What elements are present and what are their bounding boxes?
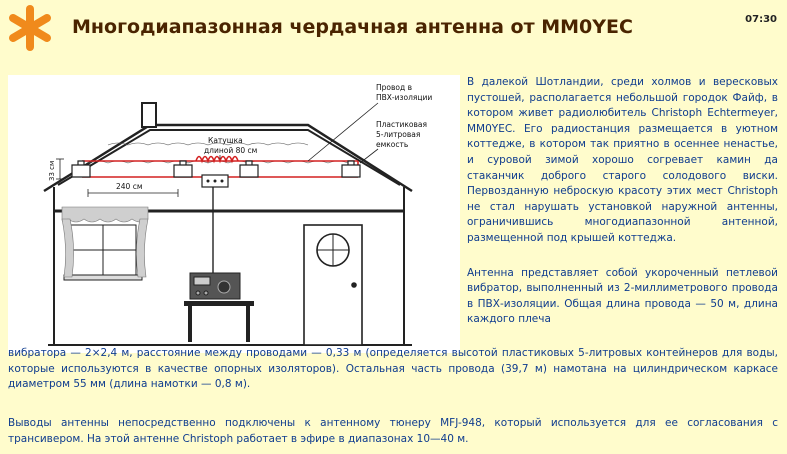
paragraph-antenna-start: Антенна представляет собой укороченный п… bbox=[467, 266, 778, 326]
page-title: Многодиапазонная чердачная антенна от MM… bbox=[72, 16, 633, 38]
paragraph-antenna-continued: вибратора — 2×2,4 м, расстояние между пр… bbox=[8, 347, 778, 391]
chimney bbox=[141, 102, 157, 128]
clock-time: 07:30 bbox=[745, 14, 777, 25]
wire-label-2: ПВХ-изоляции bbox=[376, 93, 432, 102]
curtain bbox=[61, 206, 149, 278]
paragraph-intro: В далекой Шотландии, среди холмов и вере… bbox=[467, 76, 778, 244]
coil bbox=[195, 155, 239, 164]
coil-label-2: длиной 80 см bbox=[204, 146, 257, 155]
dim-length-label: 240 см bbox=[116, 182, 142, 191]
antenna-diagram: 33 см 240 см Катушка длиной 80 см Провод… bbox=[8, 75, 460, 353]
door bbox=[303, 224, 363, 346]
coil-label-1: Катушка bbox=[208, 136, 243, 145]
wire-label-1: Провод в bbox=[376, 83, 412, 92]
article-column: В далекой Шотландии, среди холмов и вере… bbox=[467, 75, 778, 328]
bottle-insulator bbox=[239, 160, 259, 178]
bottle-insulator bbox=[71, 160, 91, 178]
site-logo-icon[interactable] bbox=[6, 4, 54, 52]
bottle-insulator bbox=[341, 160, 361, 178]
roof-outline bbox=[57, 129, 401, 186]
dim-height-label: 33 см bbox=[48, 161, 56, 181]
bottle-label-1: Пластиковая bbox=[376, 120, 427, 129]
bottle-label-3: емкость bbox=[376, 140, 408, 149]
window bbox=[63, 224, 143, 281]
table bbox=[184, 301, 254, 342]
bottle-insulator bbox=[173, 160, 193, 178]
bottle-label-2: 5-литровая bbox=[376, 130, 420, 139]
paragraph-tuner: Выводы антенны непосредственно подключен… bbox=[8, 417, 778, 445]
transceiver bbox=[189, 272, 241, 300]
